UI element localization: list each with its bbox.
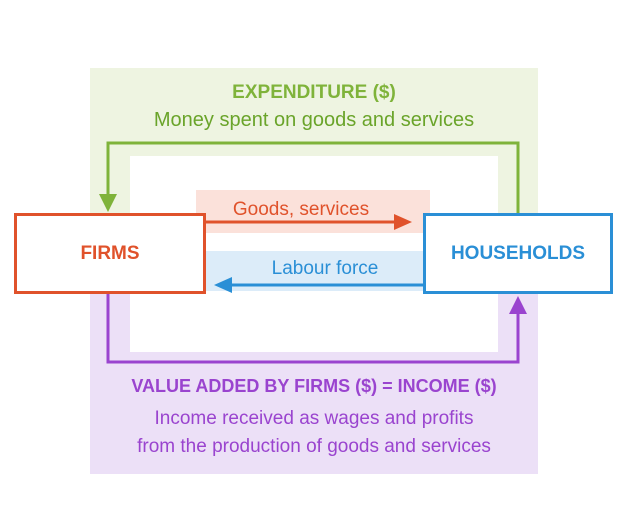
expenditure-description: Money spent on goods and services bbox=[153, 109, 475, 131]
income-description: Income received as wages and profits fro… bbox=[90, 405, 538, 461]
households-box: HOUSEHOLDS bbox=[423, 213, 613, 294]
expenditure-arrowhead bbox=[99, 194, 117, 212]
income-title: VALUE ADDED BY FIRMS ($) = INCOME ($) bbox=[131, 376, 497, 396]
expenditure-arrow bbox=[106, 141, 520, 213]
labour-flow-label: Labour force bbox=[271, 258, 379, 279]
households-label: HOUSEHOLDS bbox=[450, 242, 586, 264]
goods-flow-label: Goods, services bbox=[232, 199, 370, 220]
income-description-line1: Income received as wages and profits bbox=[154, 408, 474, 429]
income-arrow bbox=[106, 294, 520, 364]
income-arrowhead bbox=[509, 296, 527, 314]
goods-flow-band bbox=[196, 190, 430, 233]
firms-label: FIRMS bbox=[80, 242, 140, 264]
income-description-line2: from the production of goods and service… bbox=[137, 436, 491, 457]
firms-box: FIRMS bbox=[14, 213, 206, 294]
goods-arrowhead bbox=[394, 214, 412, 230]
expenditure-title: EXPENDITURE ($) bbox=[232, 82, 396, 103]
labour-arrowhead bbox=[214, 277, 232, 293]
